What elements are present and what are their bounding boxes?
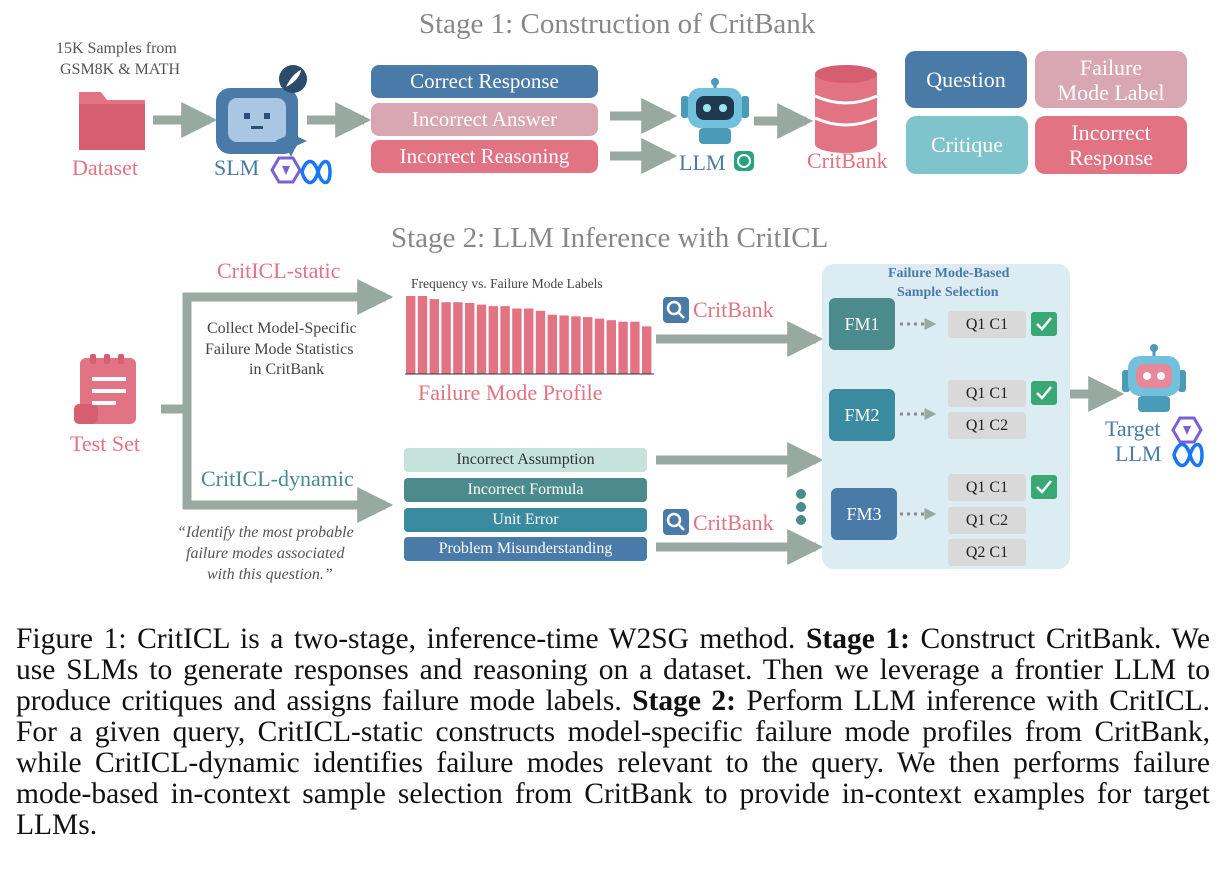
- chart-bar: [512, 308, 522, 374]
- slm-robot-icon: [216, 88, 307, 157]
- fm-dotted-arrows: [900, 318, 937, 520]
- sample-chip: Q1 C2: [948, 507, 1026, 534]
- response-incorrect-answer: Incorrect Answer: [371, 103, 598, 136]
- chart-bar: [594, 318, 605, 374]
- dynamic-quote: “Identify the most probable: [177, 524, 354, 541]
- static-description: in CritBank: [249, 361, 325, 378]
- field-incorrect-response: Incorrect Response: [1035, 116, 1187, 174]
- field-failure-mode-label-line: Mode Label: [1057, 79, 1165, 105]
- sample-chip: Q1 C1: [948, 311, 1026, 338]
- failure-mode-pill: Incorrect Formula: [404, 478, 647, 502]
- stage1-title: Stage 1: Construction of CritBank: [419, 8, 816, 40]
- test-set-label: Test Set: [70, 431, 140, 456]
- dataset-label: Dataset: [72, 155, 138, 180]
- qwen-logo-icon: [1171, 416, 1203, 444]
- critcl-dynamic-label: CritICL-dynamic: [201, 466, 354, 491]
- dataset-note: 15K Samples from: [56, 40, 177, 57]
- stage1-arrows: [153, 98, 814, 174]
- qwen-logo-icon: [270, 156, 302, 184]
- chart-bar: [559, 315, 569, 374]
- chart-bar: [630, 321, 640, 374]
- chart-bar: [453, 302, 463, 374]
- document-icon: [74, 354, 136, 424]
- critbank-label: CritBank: [693, 510, 774, 535]
- chart-bar: [571, 316, 581, 374]
- check-icon: [1031, 381, 1057, 405]
- fm2-box: FM2: [829, 389, 895, 441]
- search-icon: [663, 509, 689, 535]
- chart-bar: [583, 317, 593, 374]
- failure-mode-pill: Incorrect Assumption: [404, 448, 647, 472]
- chart-bar: [488, 306, 498, 374]
- field-critique: Critique: [906, 116, 1028, 174]
- chart-bar: [429, 299, 439, 374]
- database-icon: [814, 65, 878, 153]
- stage2-branch-lines: [161, 279, 394, 523]
- chart-bar: [500, 306, 510, 374]
- chart-bar: [642, 326, 652, 374]
- sample-chip: Q1 C1: [948, 474, 1026, 501]
- stage2-title: Stage 2: LLM Inference with CritICL: [391, 222, 829, 254]
- folder-icon: [79, 92, 145, 150]
- field-failure-mode-label: Failure Mode Label: [1035, 51, 1187, 108]
- feather-icon: [279, 65, 307, 93]
- sample-chip: Q1 C1: [948, 380, 1026, 407]
- fm1-box: FM1: [829, 298, 895, 350]
- chatgpt-logo-icon: [734, 151, 754, 171]
- llm-label: LLM: [679, 150, 726, 175]
- dataset-note: GSM8K & MATH: [60, 61, 181, 78]
- target-llm-robot-icon: [1122, 344, 1186, 412]
- response-correct: Correct Response: [371, 65, 598, 98]
- target-llm-label: Target: [1105, 416, 1161, 441]
- sample-chip: Q1 C2: [948, 412, 1026, 439]
- chart-bar: [535, 310, 546, 374]
- failure-mode-bar-chart: [406, 296, 652, 374]
- critbank-label: CritBank: [693, 297, 774, 322]
- chart-bar: [606, 320, 616, 374]
- critcl-static-label: CritICL-static: [217, 258, 341, 283]
- fm3-box: FM3: [831, 488, 897, 540]
- field-incorrect-response-line: Incorrect: [1071, 120, 1151, 145]
- more-dots-icon: [796, 489, 806, 525]
- static-description: Failure Mode Statistics: [205, 341, 354, 358]
- chart-bar: [476, 304, 487, 374]
- bar-chart-title: Frequency vs. Failure Mode Labels: [411, 276, 603, 291]
- figure-caption: Figure 1: CritICL is a two-stage, infere…: [16, 624, 1210, 841]
- chart-bar: [417, 296, 428, 374]
- dynamic-quote: with this question.”: [207, 566, 333, 583]
- chart-bar: [406, 296, 416, 374]
- chart-bar: [441, 302, 451, 374]
- field-failure-mode-label-line: Failure: [1079, 54, 1143, 80]
- selection-title: Sample Selection: [897, 285, 999, 300]
- llm-robot-icon: [681, 78, 749, 144]
- failure-mode-pill: Problem Misunderstanding: [404, 537, 647, 561]
- failure-mode-pill: Unit Error: [404, 508, 647, 532]
- caption-bold: Stage 1:: [805, 623, 910, 655]
- field-incorrect-response-line: Response: [1068, 145, 1154, 170]
- meta-logo-icon: [300, 159, 332, 185]
- chart-bar: [465, 303, 475, 374]
- search-icon: [663, 297, 689, 323]
- slm-label: SLM: [214, 155, 260, 180]
- field-question: Question: [905, 51, 1027, 108]
- critbank-label: CritBank: [807, 148, 888, 173]
- check-icon: [1031, 475, 1057, 499]
- chart-bar: [547, 314, 557, 374]
- selection-title: Failure Mode-Based: [888, 266, 1010, 281]
- target-llm-label: LLM: [1115, 441, 1162, 466]
- caption-text: Figure 1: CritICL is a two-stage, infere…: [16, 623, 806, 655]
- response-incorrect-reasoning: Incorrect Reasoning: [371, 140, 598, 173]
- chart-bar: [618, 321, 628, 374]
- static-description: Collect Model-Specific: [207, 320, 357, 337]
- dynamic-quote: failure modes associated: [186, 545, 345, 562]
- caption-text: Construct CritBank. We use SLMs to gener…: [16, 623, 1210, 717]
- failure-mode-profile-label: Failure Mode Profile: [418, 380, 603, 405]
- meta-logo-icon: [1172, 442, 1204, 468]
- chart-bar: [524, 308, 534, 374]
- caption-bold: Stage 2:: [632, 685, 736, 717]
- sample-chip: Q2 C1: [948, 539, 1026, 566]
- check-icon: [1031, 312, 1057, 336]
- caption-text: Perform LLM inference with CritICL. For …: [16, 685, 1210, 841]
- stage2-arrows: [656, 321, 1125, 565]
